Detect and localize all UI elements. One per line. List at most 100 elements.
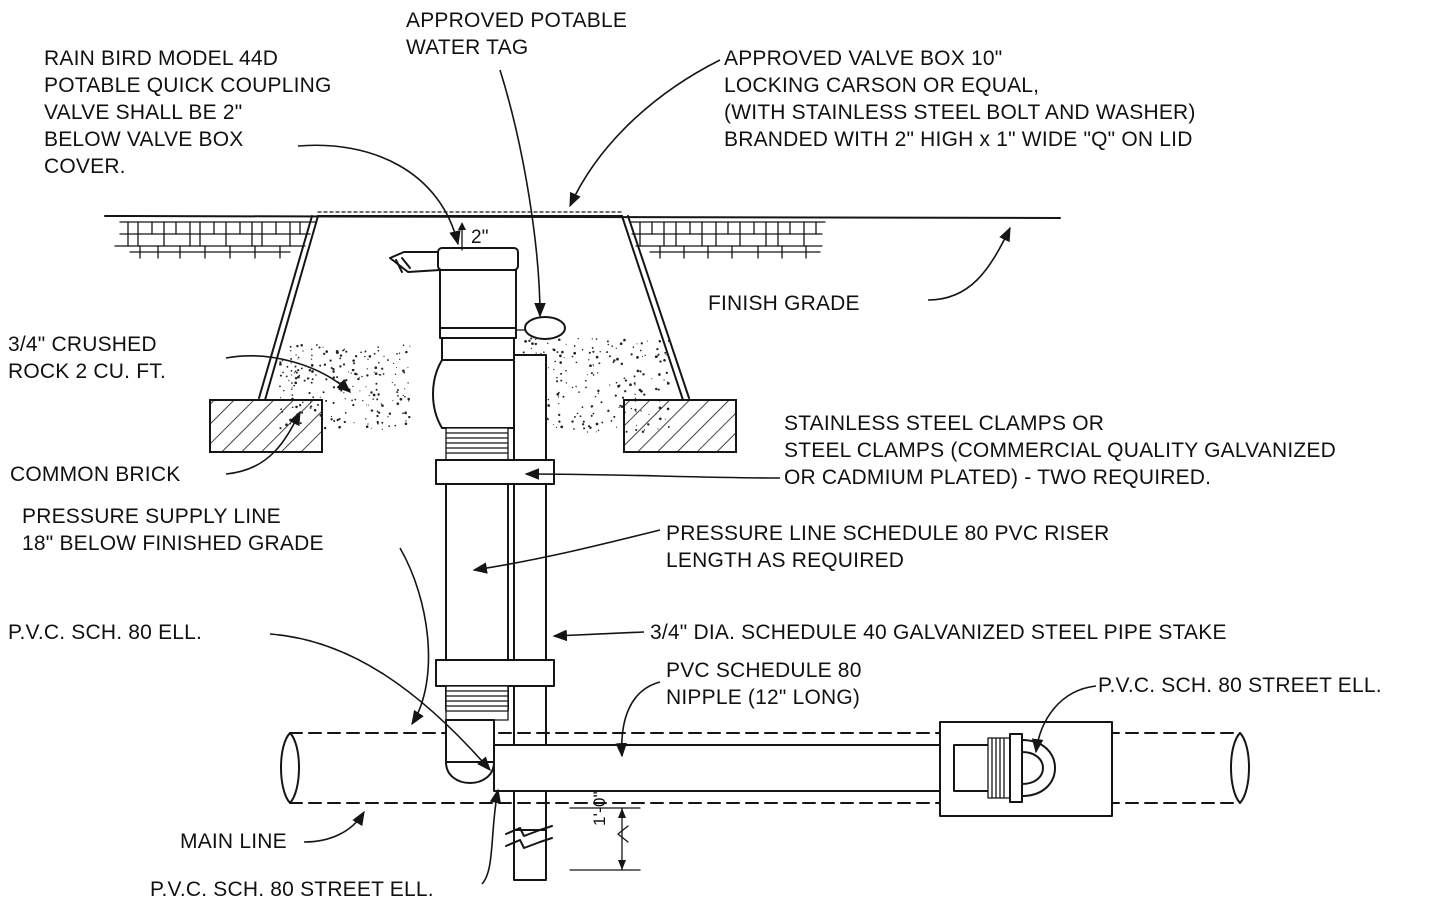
rock-dot (330, 418, 333, 421)
rock-dot (339, 354, 343, 357)
rock-dot (310, 358, 313, 360)
rock-dot (351, 399, 353, 402)
rock-dot (588, 359, 590, 361)
rock-dot (531, 342, 534, 345)
rock-dot (610, 420, 613, 422)
rock-dot (589, 364, 592, 368)
brick-right (623, 399, 737, 453)
rock-dot (291, 394, 294, 396)
rock-dot (323, 363, 327, 366)
rock-dot (374, 372, 378, 376)
rock-dot (658, 339, 662, 343)
rock-dot (636, 369, 640, 373)
rock-dot (344, 412, 347, 414)
rock-dot (404, 411, 407, 415)
label-crushed-rock: 3/4" CRUSHED ROCK 2 CU. FT. (8, 333, 166, 383)
rock-dot (639, 349, 642, 352)
rock-dot (666, 381, 668, 383)
label-dimension-1ft: 1'-0" (590, 791, 609, 826)
label-clamps: STAINLESS STEEL CLAMPS OR STEEL CLAMPS (… (784, 412, 1336, 489)
rock-dot (332, 370, 335, 373)
rock-dot (310, 348, 313, 351)
rock-dot (619, 404, 622, 407)
rock-dot (558, 403, 560, 405)
rock-dot (396, 402, 400, 405)
rock-dot (339, 418, 341, 420)
rock-dot (642, 373, 645, 376)
rock-dot (554, 360, 557, 363)
rock-dot (629, 383, 632, 387)
rock-dot (290, 362, 292, 364)
rock-dot (339, 357, 342, 360)
rock-dot (315, 344, 318, 346)
rock-dot (558, 420, 561, 423)
rock-dot (322, 391, 325, 394)
rock-dot (354, 398, 357, 401)
rock-dot (368, 395, 370, 397)
rock-dot (285, 375, 288, 378)
rock-dot (543, 351, 545, 354)
rock-dot (402, 369, 405, 373)
rock-dot (535, 352, 537, 354)
rock-dot (573, 345, 576, 347)
rock-dot (547, 398, 550, 401)
rock-dot (579, 415, 582, 418)
rock-dot (559, 354, 562, 358)
rock-dot (297, 358, 299, 360)
rock-dot (611, 345, 614, 347)
rock-dot (644, 354, 646, 356)
rock-dot (377, 422, 379, 425)
rock-dot (392, 400, 394, 402)
rock-dot (279, 361, 282, 364)
label-street-ell-right: P.V.C. SCH. 80 STREET ELL. (1098, 674, 1382, 697)
rock-dot (547, 418, 549, 421)
rock-dot (297, 356, 300, 359)
rock-dot (599, 351, 601, 353)
rock-dot (291, 374, 293, 376)
rock-dot (547, 404, 551, 407)
rock-dot (663, 358, 666, 362)
rock-dot (375, 382, 378, 385)
rock-dot (318, 346, 321, 349)
rock-dot (636, 343, 638, 345)
rock-dot (361, 375, 363, 378)
rock-dot (530, 347, 533, 350)
rock-dot (405, 420, 407, 422)
brick-left (209, 399, 323, 453)
rock-dot (308, 392, 311, 395)
rock-dot (581, 348, 584, 351)
rock-dot (620, 362, 624, 366)
rock-dot (378, 411, 381, 414)
rock-dot (618, 406, 620, 408)
rock-dot (290, 350, 292, 352)
rock-dot (323, 426, 327, 430)
rock-dot (597, 389, 600, 393)
rock-dot (571, 355, 574, 358)
rock-dot (383, 355, 385, 358)
rock-dot (407, 366, 409, 369)
rock-dot (332, 376, 336, 379)
rock-dot (295, 371, 298, 374)
rock-dot (587, 425, 591, 428)
rock-dot (343, 420, 346, 424)
rock-dot (303, 379, 306, 382)
clamp-lower (435, 659, 555, 687)
rock-dot (608, 355, 611, 358)
rock-dot (365, 418, 367, 420)
rock-dot (639, 370, 642, 373)
rock-dot (595, 431, 597, 433)
rock-dot (362, 400, 364, 402)
rock-dot (606, 351, 609, 354)
rock-dot (391, 381, 393, 384)
rock-dot (646, 340, 649, 342)
rock-dot (377, 349, 380, 352)
turf-symbol-right (629, 221, 826, 259)
rock-dot (311, 354, 313, 357)
rock-dot (595, 355, 599, 359)
rock-dot (657, 353, 660, 356)
rock-dot (601, 421, 604, 424)
rock-dot (325, 350, 328, 353)
rock-dot (368, 355, 372, 358)
rock-dot (345, 350, 348, 353)
rock-dot (373, 371, 375, 373)
